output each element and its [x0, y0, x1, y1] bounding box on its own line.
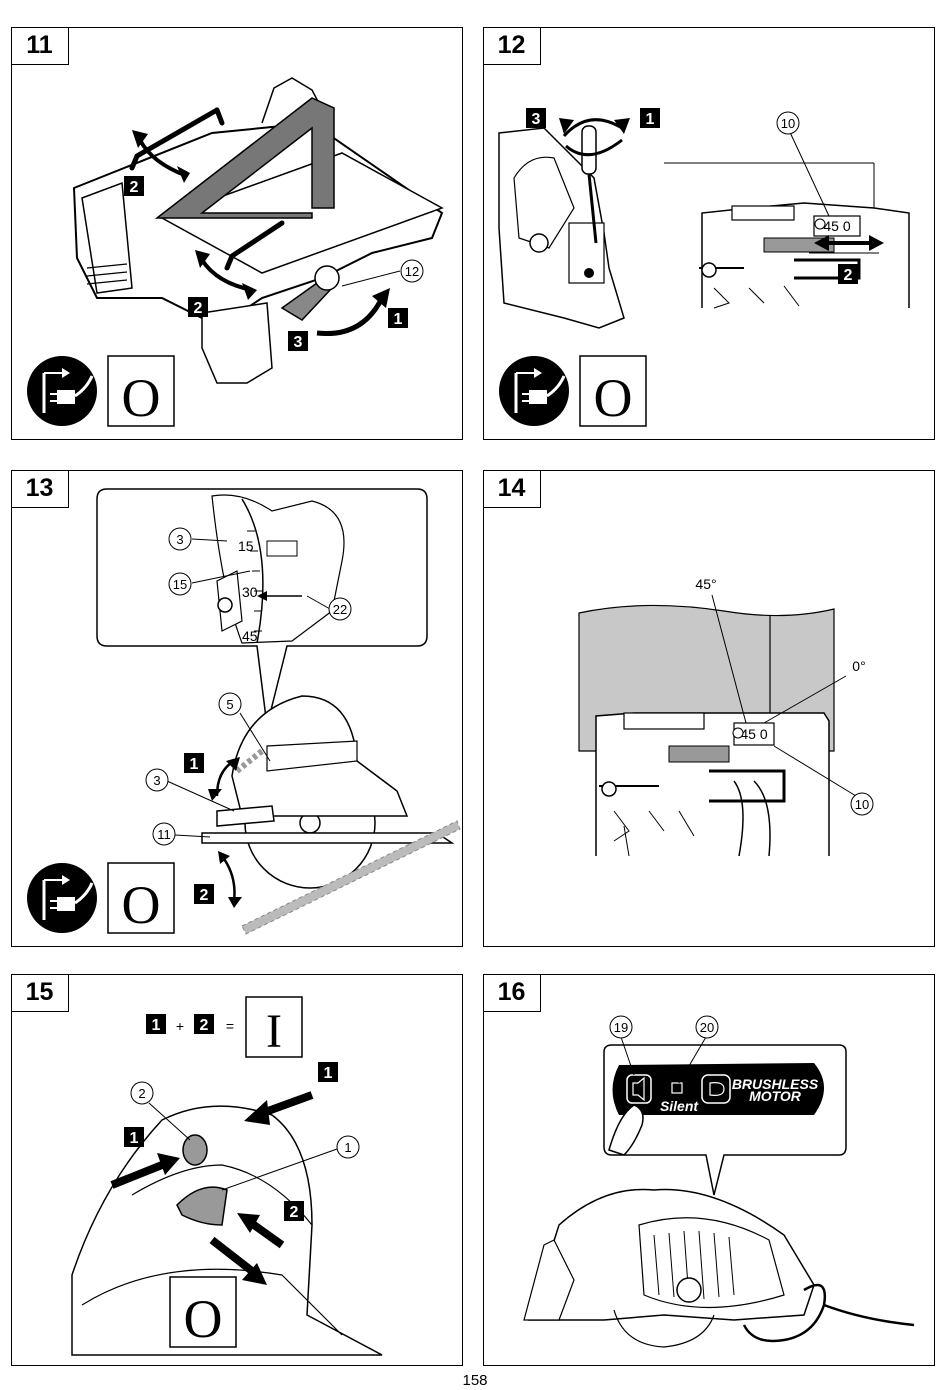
unplug-icon: [27, 356, 97, 426]
circular-saw-base-adjust-illustration: 2 2 3 1 12 O: [27, 77, 444, 428]
off-symbol: O: [594, 368, 633, 428]
angle-0-label: 0°: [852, 658, 865, 674]
panel-number: 15: [12, 975, 69, 1012]
panel-13: 13 15 30 45 22 3 15: [11, 470, 463, 947]
callout-3: 3: [176, 532, 183, 547]
step-3-label: 3: [294, 334, 303, 351]
callout-12: 12: [405, 264, 419, 279]
brushless-line1: BRUSHLESS: [732, 1076, 819, 1092]
callout-20: 20: [700, 1020, 714, 1035]
panel-15: 15 1 + 2 = I 1 1 2 2: [11, 974, 463, 1366]
tick-30: 30: [242, 584, 258, 600]
off-switch-symbol-box: [107, 355, 175, 427]
page-number: 158: [462, 1372, 488, 1389]
callout-1: 1: [344, 1140, 351, 1155]
callout-11: 11: [157, 827, 171, 842]
panel-number: 14: [484, 471, 541, 508]
angle-45-label: 45°: [695, 576, 716, 592]
tick-45: 45: [242, 628, 258, 644]
step-3-label: 3: [532, 111, 541, 128]
eq-plus: +: [176, 1018, 184, 1034]
callout-10: 10: [781, 116, 795, 131]
callout-19: 19: [614, 1020, 628, 1035]
off-symbol: O: [184, 1289, 223, 1349]
callout-15: 15: [173, 577, 187, 592]
on-symbol: I: [266, 1005, 282, 1058]
off-switch-symbol-box: [107, 862, 175, 934]
panel-11: 11 2 2 3 1: [11, 27, 463, 440]
scale-readout: 45 0: [740, 726, 767, 742]
tick-15: 15: [238, 538, 254, 554]
callout-2: 2: [138, 1086, 145, 1101]
on-switch-symbol-box: [245, 996, 303, 1058]
bevel-angle-adjust-illustration: 15 30 45 22 3 15 1: [27, 488, 461, 935]
step-1-label: 1: [324, 1065, 333, 1082]
step-1-label: 1: [130, 1130, 139, 1147]
step-2-label: 2: [130, 179, 139, 196]
callout-5: 5: [226, 697, 233, 712]
panel-number: 11: [12, 28, 69, 65]
unplug-icon: [499, 356, 569, 426]
panel-14: 14 45 0 45° 0° 10: [483, 470, 935, 947]
panel-12: 12 3 1 45 0: [483, 27, 935, 440]
brushless-line2: MOTOR: [749, 1088, 802, 1104]
off-symbol: O: [122, 875, 161, 935]
step-2-label: 2: [194, 300, 203, 317]
callout-3: 3: [153, 773, 160, 788]
off-switch-symbol-box: [169, 1276, 237, 1348]
panel-number: 16: [484, 975, 541, 1012]
switch-operation-illustration: 1 + 2 = I 1 1 2 2 1: [71, 996, 383, 1356]
step-1-label: 1: [190, 756, 199, 773]
step-1-label: 1: [394, 311, 403, 328]
callout-10: 10: [855, 797, 869, 812]
scale-readout: 45 0: [823, 218, 850, 234]
panel-16: 16 Silent BRUSHLESS MOTOR 19 20: [483, 974, 935, 1366]
bevel-scale-illustration: 45 0 45° 0° 10: [578, 576, 874, 857]
panel-number: 12: [484, 28, 541, 65]
silent-label: Silent: [660, 1098, 699, 1114]
eq-equals: =: [226, 1018, 234, 1034]
panel-number: 13: [12, 471, 69, 508]
eq-step-2: 2: [200, 1017, 209, 1034]
step-2-label: 2: [844, 267, 853, 284]
callout-22: 22: [333, 602, 347, 617]
step-1-label: 1: [646, 111, 655, 128]
off-symbol: O: [122, 368, 161, 428]
bevel-stop-adjust-illustration: 3 1 45 0 2 10: [498, 108, 910, 428]
step-2-label: 2: [290, 1204, 299, 1221]
step-2-label: 2: [200, 887, 209, 904]
off-switch-symbol-box: [579, 355, 647, 427]
silent-mode-illustration: Silent BRUSHLESS MOTOR 19 20: [523, 1015, 915, 1348]
unplug-icon: [27, 863, 97, 933]
eq-step-1: 1: [152, 1017, 161, 1034]
